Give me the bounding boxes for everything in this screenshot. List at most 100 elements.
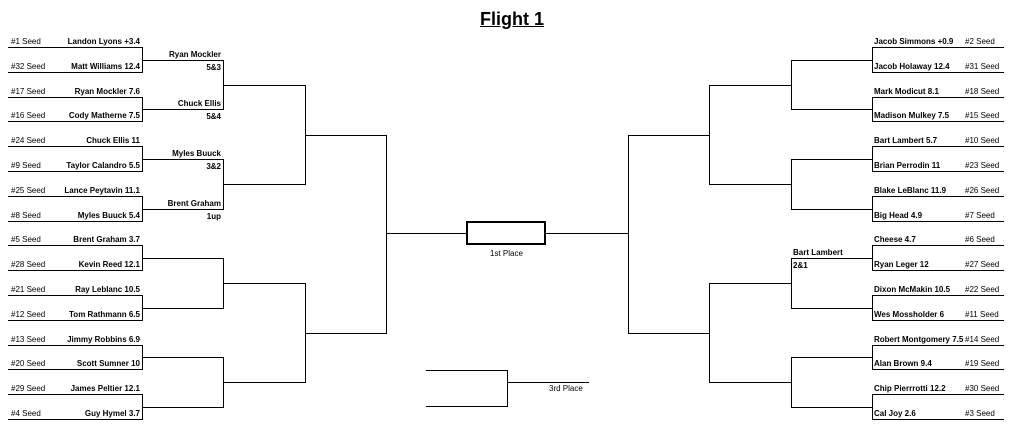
left-r2-winner: Myles Buuck — [172, 149, 221, 158]
left-r4-line — [305, 135, 387, 136]
right-r1-seed: #10 Seed — [965, 136, 1000, 145]
right-r1-name: Alan Brown 9.4 — [874, 359, 932, 368]
left-r1-line — [8, 245, 143, 246]
right-r1-line — [872, 419, 1004, 420]
right-r3-line — [709, 85, 792, 86]
left-r1-seed: #25 Seed — [11, 186, 46, 195]
left-r1-name: Cody Matherne 7.5 — [68, 111, 140, 120]
right-r1-seed: #23 Seed — [965, 161, 1000, 170]
left-r2-score: 3&2 — [206, 162, 221, 171]
left-r1-line — [8, 171, 143, 172]
third-place-connector — [507, 370, 508, 407]
bracket-title: Flight 1 — [480, 9, 544, 29]
right-r1-name: Jacob Holaway 12.4 — [874, 62, 950, 71]
right-r1-line — [872, 345, 1004, 346]
right-r1-seed: #19 Seed — [965, 359, 1000, 368]
left-r1-name: Landon Lyons +3.4 — [67, 37, 140, 46]
third-place-result-line — [507, 382, 589, 383]
left-r3-line — [223, 184, 306, 185]
left-r1-seed: #20 Seed — [11, 359, 46, 368]
right-r1-line — [872, 146, 1004, 147]
left-r1-name: Tom Rathmann 6.5 — [69, 310, 140, 319]
right-r4-connector — [628, 135, 629, 334]
left-r4-line — [305, 333, 387, 334]
right-r1-line — [872, 97, 1004, 98]
third-place-label: 3rd Place — [549, 384, 583, 393]
right-r1-name: Chip Pierrrotti 12.2 — [874, 384, 946, 393]
right-r1-line — [872, 270, 1004, 271]
right-r1-line — [872, 320, 1004, 321]
right-r1-name: Cheese 4.7 — [874, 235, 916, 244]
first-place-box — [466, 221, 546, 245]
left-r1-seed: #28 Seed — [11, 260, 46, 269]
right-r2-line — [791, 159, 873, 160]
left-r1-seed: #29 Seed — [11, 384, 46, 393]
left-r1-name: Taylor Calandro 5.5 — [66, 161, 140, 170]
left-r1-line — [8, 270, 143, 271]
right-r1-line — [872, 394, 1004, 395]
left-r1-line — [8, 394, 143, 395]
right-r1-seed: #26 Seed — [965, 186, 1000, 195]
right-r1-seed: #7 Seed — [965, 211, 995, 220]
left-r2-line — [142, 209, 224, 210]
left-r1-seed: #13 Seed — [11, 335, 46, 344]
left-r1-line — [8, 345, 143, 346]
right-r1-name: Big Head 4.9 — [874, 211, 923, 220]
left-r1-line — [8, 97, 143, 98]
left-r1-name: Chuck Ellis 11 — [86, 136, 140, 145]
right-r1-name: Ryan Leger 12 — [874, 260, 929, 269]
left-r1-name: Myles Buuck 5.4 — [77, 211, 140, 220]
left-r1-seed: #32 Seed — [11, 62, 46, 71]
left-r1-line — [8, 72, 143, 73]
right-r2-line — [791, 258, 873, 259]
right-r1-line — [872, 221, 1004, 222]
third-place-line-bottom — [426, 406, 508, 407]
left-r2-line — [142, 109, 224, 110]
right-r1-name: Cal Joy 2.6 — [874, 409, 916, 418]
left-r1-name: Guy Hymel 3.7 — [84, 409, 140, 418]
right-r1-line — [872, 245, 1004, 246]
left-r1-name: Matt Williams 12.4 — [71, 62, 140, 71]
right-r1-line — [872, 72, 1004, 73]
left-r1-name: Kevin Reed 12.1 — [78, 260, 140, 269]
right-r2-line — [791, 407, 873, 408]
left-r1-name: Lance Peytavin 11.1 — [64, 186, 140, 195]
left-r1-line — [8, 295, 143, 296]
left-r2-line — [142, 258, 224, 259]
left-r1-line — [8, 221, 143, 222]
right-r1-name: Robert Montgomery 7.5 — [874, 335, 964, 344]
left-r3-line — [223, 85, 306, 86]
right-r1-line — [872, 196, 1004, 197]
left-r1-seed: #17 Seed — [11, 87, 46, 96]
right-r1-name: Blake LeBlanc 11.9 — [874, 186, 947, 195]
right-r3-line — [709, 382, 792, 383]
right-r1-seed: #14 Seed — [965, 335, 1000, 344]
right-r1-name: Madison Mulkey 7.5 — [874, 111, 950, 120]
left-r1-seed: #21 Seed — [11, 285, 46, 294]
right-r1-line — [872, 295, 1004, 296]
left-r1-name: Scott Sumner 10 — [76, 359, 140, 368]
left-r1-line — [8, 419, 143, 420]
left-r3-line — [223, 382, 306, 383]
right-r1-seed: #3 Seed — [965, 409, 995, 418]
left-r1-seed: #16 Seed — [11, 111, 46, 120]
left-r2-winner: Ryan Mockler — [168, 50, 221, 59]
right-r2-line — [791, 308, 873, 309]
left-r1-line — [8, 369, 143, 370]
left-r1-name: Brent Graham 3.7 — [73, 235, 140, 244]
left-final-line — [386, 233, 467, 234]
right-r1-seed: #15 Seed — [965, 111, 1000, 120]
right-r1-seed: #22 Seed — [965, 285, 1000, 294]
left-r1-name: Ryan Mockler 7.6 — [74, 87, 140, 96]
right-r1-seed: #18 Seed — [965, 87, 1000, 96]
left-r1-line — [8, 320, 143, 321]
right-r1-line — [872, 121, 1004, 122]
right-r1-seed: #6 Seed — [965, 235, 995, 244]
right-r3-line — [709, 184, 792, 185]
left-r1-seed: #9 Seed — [11, 161, 41, 170]
right-r1-line — [872, 171, 1004, 172]
left-r2-score: 1up — [206, 212, 221, 221]
right-r1-name: Mark Modicut 8.1 — [874, 87, 939, 96]
left-r2-line — [142, 357, 224, 358]
left-r1-seed: #24 Seed — [11, 136, 46, 145]
